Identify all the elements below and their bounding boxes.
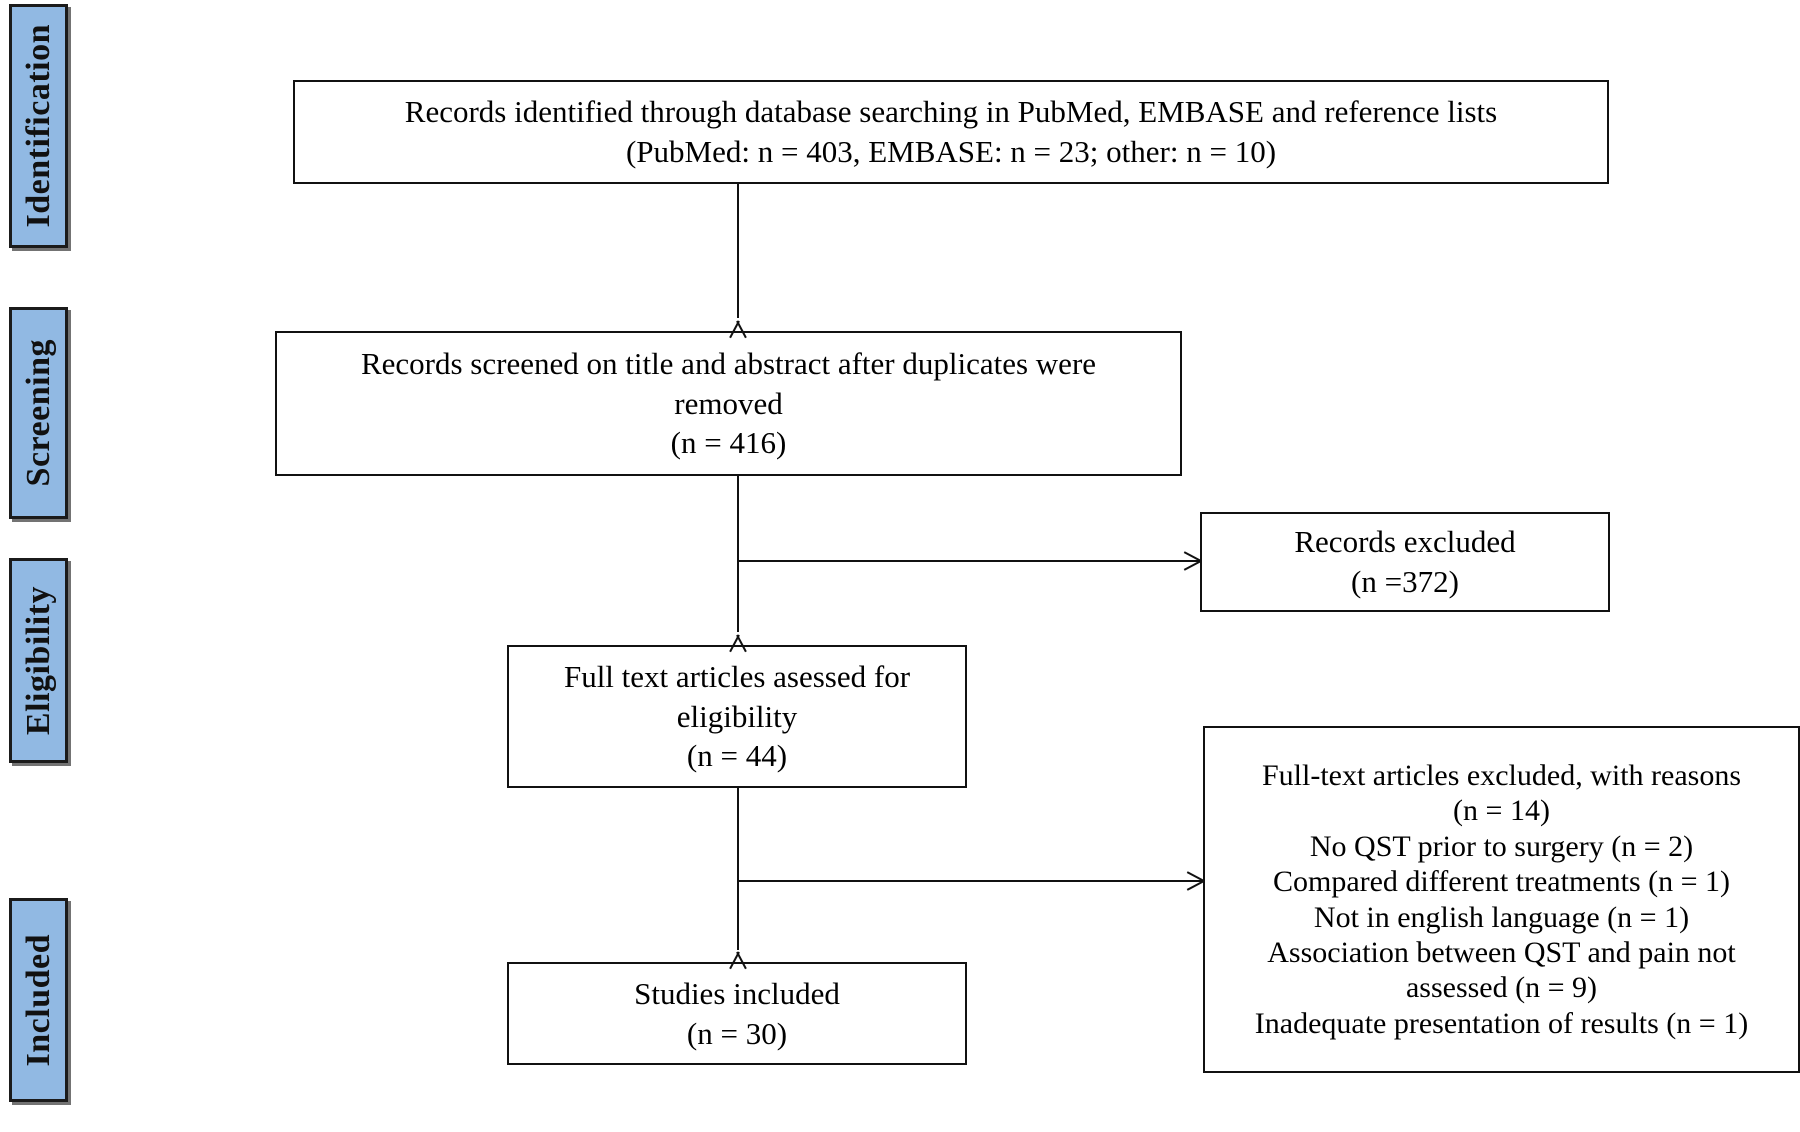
box-records-excluded: Records excluded (n =372) bbox=[1200, 512, 1610, 612]
phase-bar-identification: Identification bbox=[9, 4, 68, 248]
box-records-screened-text: Records screened on title and abstract a… bbox=[360, 345, 1097, 461]
phase-label-included: Included bbox=[19, 933, 57, 1067]
box-records-identified-text: Records identified through database sear… bbox=[404, 94, 1498, 169]
box-full-text-excluded-text: Full-text articles excluded, with reason… bbox=[1254, 758, 1749, 1040]
connector-fulltext-to-included bbox=[737, 788, 739, 950]
phase-bar-included: Included bbox=[9, 898, 68, 1102]
box-studies-included: Studies included (n = 30) bbox=[507, 962, 967, 1065]
box-full-text-assessed-text: Full text articles asessed for eligibili… bbox=[563, 658, 911, 774]
phase-bar-screening: Screening bbox=[9, 307, 68, 519]
connector-screened-to-excluded bbox=[737, 560, 1200, 562]
phase-label-identification: Identification bbox=[19, 24, 57, 228]
box-full-text-assessed: Full text articles asessed for eligibili… bbox=[507, 645, 967, 788]
phase-bar-eligibility: Eligibility bbox=[9, 558, 68, 763]
box-full-text-excluded: Full-text articles excluded, with reason… bbox=[1203, 726, 1800, 1073]
connector-identified-to-screened bbox=[737, 184, 739, 318]
box-records-identified: Records identified through database sear… bbox=[293, 80, 1609, 184]
connector-screened-to-fulltext bbox=[737, 476, 739, 632]
phase-label-screening: Screening bbox=[19, 339, 57, 487]
box-records-excluded-text: Records excluded (n =372) bbox=[1294, 524, 1516, 599]
box-records-screened: Records screened on title and abstract a… bbox=[275, 331, 1182, 476]
connector-fulltext-to-excluded bbox=[737, 880, 1203, 882]
box-studies-included-text: Studies included (n = 30) bbox=[634, 975, 840, 1051]
phase-label-eligibility: Eligibility bbox=[19, 585, 57, 736]
